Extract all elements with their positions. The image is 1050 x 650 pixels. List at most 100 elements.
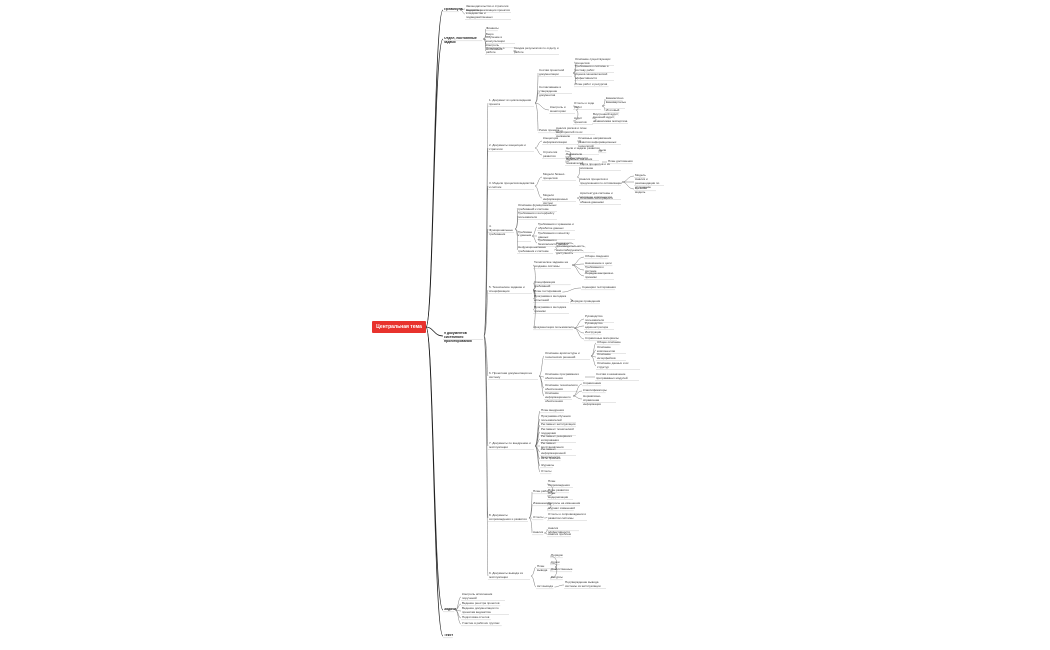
- subtopic[interactable]: Требования к системе: [585, 266, 604, 273]
- subtopic[interactable]: План развития: [548, 489, 569, 493]
- subtopic[interactable]: Описание программного обеспечения: [545, 373, 580, 380]
- subtopic[interactable]: Описание компонентов: [597, 346, 615, 353]
- subtopic[interactable]: Сводка результатов по отделу и работе: [514, 47, 559, 54]
- subtopic[interactable]: Отчеты: [533, 516, 544, 520]
- subtopic[interactable]: План достижения: [608, 160, 633, 164]
- subtopic[interactable]: Программа и методика приемки: [534, 306, 567, 313]
- subtopic[interactable]: Справочные материалы: [585, 337, 619, 341]
- subtopic[interactable]: Надежность, производительность, масштаби…: [556, 241, 586, 256]
- subtopic[interactable]: Программа и методика испытаний: [534, 295, 567, 302]
- main-topic[interactable]: Преамбула: [444, 8, 463, 12]
- subtopic[interactable]: Анализ рисков и план мероприятий по их с…: [556, 127, 587, 138]
- subtopic[interactable]: Карта процессов и их описание: [580, 163, 610, 170]
- subtopic[interactable]: Справочники: [583, 382, 602, 386]
- subtopic[interactable]: Сроки: [551, 561, 560, 565]
- subtopic[interactable]: 7. Документы по внедрению и эксплуатации: [489, 442, 531, 449]
- subtopic[interactable]: Требования к хранению и обработке данных: [538, 223, 574, 230]
- subtopic[interactable]: Анализ процессов и предложения по оптими…: [580, 178, 622, 185]
- subtopic[interactable]: Требования к качеству данных: [538, 232, 570, 239]
- subtopic[interactable]: Описание интерфейсов: [597, 353, 616, 360]
- subtopic[interactable]: Архитектура системы и описание компонент…: [580, 192, 613, 199]
- subtopic[interactable]: Описание архитектуры и технических решен…: [545, 352, 580, 359]
- subtopic[interactable]: Итоговый: [606, 109, 620, 113]
- subtopic[interactable]: Регламент резервного копирования: [541, 435, 573, 442]
- subtopic[interactable]: Порядок: [551, 554, 563, 558]
- subtopic[interactable]: Описание интеграции и обмена данными: [580, 197, 613, 204]
- main-topic[interactable]: Отдел, постоянные задачи: [444, 37, 477, 44]
- subtopic[interactable]: Анализ эффективности: [548, 527, 571, 534]
- subtopic[interactable]: Отчетность о работе: [486, 47, 505, 54]
- subtopic[interactable]: План работ и ресурсов: [575, 83, 608, 87]
- subtopic[interactable]: Требования к безопасности данных: [538, 239, 569, 246]
- central-topic[interactable]: Центральная тема: [372, 321, 426, 333]
- subtopic[interactable]: Цели: [599, 149, 607, 153]
- subtopic[interactable]: Ежемесячно: [606, 97, 624, 101]
- subtopic[interactable]: Журналы: [541, 464, 555, 468]
- subtopic[interactable]: 8. Документы сопровождения и развития: [489, 514, 527, 521]
- subtopic[interactable]: Законодательство и стратегия ведомства: [466, 5, 509, 12]
- subtopic[interactable]: Инструкции: [585, 331, 602, 335]
- subtopic[interactable]: Состав и назначение программных модулей: [596, 373, 628, 380]
- subtopic[interactable]: План внедрения: [541, 409, 564, 413]
- subtopic[interactable]: Внутренний аудит; внешний аудит; независ…: [593, 112, 628, 123]
- subtopic[interactable]: Анализ: [533, 531, 544, 535]
- subtopic[interactable]: Запросы на изменения: [548, 502, 581, 506]
- subtopic[interactable]: Техническое задание на создание системы: [534, 261, 568, 268]
- subtopic[interactable]: Контроль исполнения поручений: [462, 593, 493, 600]
- subtopic[interactable]: Классификаторы: [583, 389, 607, 393]
- subtopic[interactable]: 3. Модели процессов ведомства и систем: [489, 182, 535, 189]
- subtopic[interactable]: План модернизации: [548, 492, 569, 499]
- subtopic[interactable]: Отчеты о ходе работ: [574, 102, 595, 109]
- subtopic[interactable]: 9. Документы вывода из эксплуатации: [489, 572, 523, 579]
- subtopic[interactable]: Нефункциональные требования к системе: [518, 246, 549, 253]
- subtopic[interactable]: 5. Техническое задание и спецификации: [489, 286, 525, 293]
- subtopic[interactable]: Контроль реализации проектов в ведомстве…: [466, 8, 510, 19]
- subtopic[interactable]: Регламент эксплуатации: [541, 423, 576, 427]
- subtopic[interactable]: Общее описание: [597, 341, 621, 345]
- subtopic[interactable]: Анализ и рекомендации по улучшению: [635, 178, 660, 189]
- subtopic[interactable]: Ежеквартально: [606, 101, 626, 105]
- subtopic[interactable]: Показатели эффективности: [566, 153, 589, 160]
- main-topic[interactable]: Текст: [444, 634, 453, 638]
- subtopic[interactable]: 1. Документ из цикла видения проекта: [489, 99, 531, 106]
- main-topic[interactable]: 9 документов системного проектирования: [444, 332, 472, 343]
- subtopic[interactable]: План вывода: [537, 565, 548, 572]
- subtopic[interactable]: Ответственные: [551, 568, 573, 572]
- subtopic[interactable]: 2. Документы концепции и стратегии: [489, 144, 526, 151]
- subtopic[interactable]: 6. Проектная документация на систему: [489, 372, 532, 379]
- subtopic[interactable]: Сценарии тестирования: [582, 286, 616, 290]
- subtopic[interactable]: План работ: [533, 490, 550, 494]
- subtopic[interactable]: Отчеты о сопровождении и развитии систем…: [548, 513, 587, 520]
- subtopic[interactable]: Журнал изменений: [548, 507, 575, 511]
- subtopic[interactable]: Описание информационного обеспечения: [545, 392, 571, 403]
- subtopic[interactable]: Модель: [635, 174, 646, 178]
- subtopic[interactable]: Обучение и консультации: [486, 36, 505, 43]
- subtopic[interactable]: Согласование и утверждение документов: [539, 86, 562, 97]
- subtopic[interactable]: Подготовка отчетов: [462, 616, 490, 620]
- subtopic[interactable]: Подтверждение вывода системы из эксплуат…: [565, 581, 601, 588]
- subtopic[interactable]: Модели информационных систем: [543, 194, 568, 205]
- subtopic[interactable]: 4. Функциональные требования: [489, 225, 513, 236]
- subtopic[interactable]: Контроль и мониторинг: [550, 106, 567, 113]
- subtopic[interactable]: Ресурсы: [551, 576, 563, 580]
- subtopic[interactable]: Риски проекта: [539, 129, 559, 133]
- main-topic[interactable]: Задачи: [444, 608, 457, 612]
- subtopic[interactable]: Назначение и цели: [585, 262, 612, 266]
- subtopic[interactable]: Описание технического обеспечения: [545, 384, 578, 391]
- subtopic[interactable]: Ведение документации по проектам ведомст…: [462, 607, 499, 614]
- subtopic[interactable]: Участие в рабочих группах: [462, 622, 500, 626]
- subtopic[interactable]: Спецификация требований: [534, 281, 556, 288]
- subtopic[interactable]: Требования к интерфейсу пользователя: [518, 212, 555, 219]
- subtopic[interactable]: Описание существующих процессов: [575, 58, 611, 65]
- subtopic[interactable]: Акты приемки: [541, 457, 561, 461]
- subtopic[interactable]: Оценка экономической эффективности: [575, 73, 608, 80]
- subtopic[interactable]: Нормативно-справочная информация: [583, 395, 602, 406]
- subtopic[interactable]: Руководство пользователя: [585, 315, 604, 322]
- subtopic[interactable]: Требования к данным: [518, 230, 532, 238]
- subtopic[interactable]: Описание данных и их структур: [597, 362, 629, 369]
- subtopic[interactable]: Требования к системе и составу работ: [575, 65, 609, 72]
- subtopic[interactable]: Модели бизнес-процессов: [543, 173, 566, 180]
- subtopic[interactable]: Описание функциональных требований к сис…: [518, 204, 557, 211]
- subtopic[interactable]: Аудит проектов: [574, 117, 587, 124]
- subtopic[interactable]: Цели и задачи развития: [566, 147, 600, 151]
